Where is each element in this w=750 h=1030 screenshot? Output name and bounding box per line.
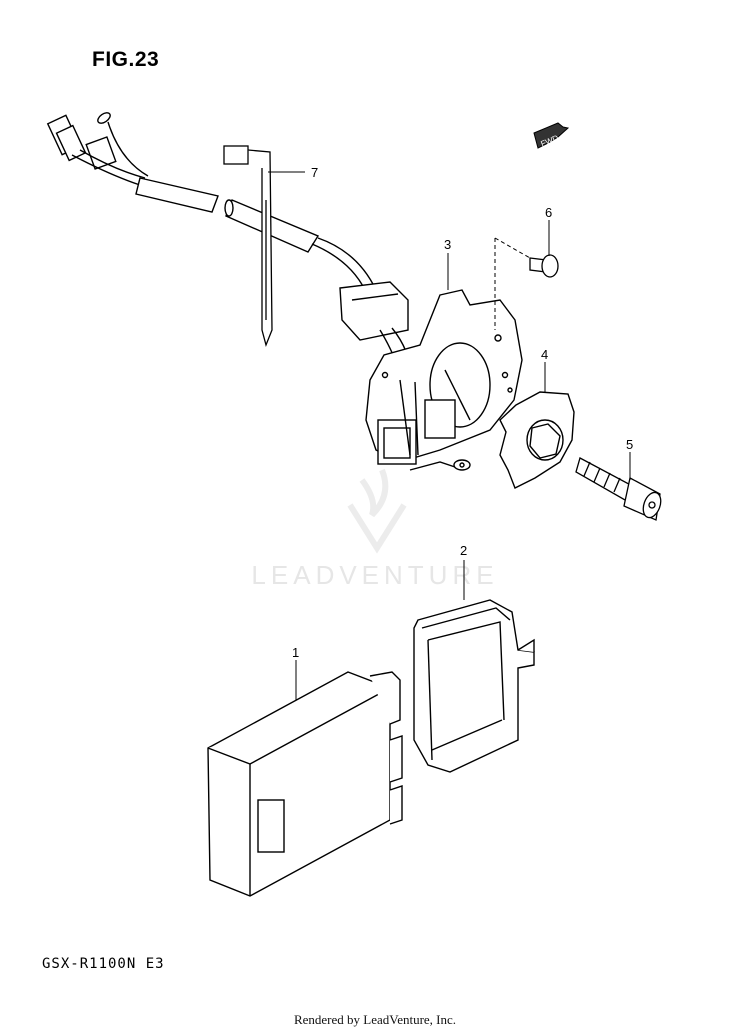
model-code: GSX-R1100N E3 [42, 956, 165, 972]
assembly-guides [494, 237, 531, 330]
control-unit-1 [207, 671, 403, 897]
figure-title: FIG.23 [92, 48, 160, 71]
callout-5: 5 [626, 437, 634, 452]
signal-rotor-4 [499, 391, 575, 489]
callout-6: 6 [545, 205, 553, 220]
pickup-coil-plate-3 [365, 289, 523, 471]
footer-credit: Rendered by LeadVenture, Inc. [293, 1012, 457, 1027]
clamp-part-7 [223, 145, 273, 348]
callout-4: 4 [541, 347, 549, 362]
bolt-part-5 [575, 457, 662, 521]
callout-1: 1 [292, 645, 300, 660]
callout-2: 2 [460, 543, 468, 558]
callout-7: 7 [311, 165, 319, 180]
callout-3: 3 [444, 237, 452, 252]
watermark-logo [347, 468, 407, 554]
control-unit-cover-2 [413, 599, 535, 773]
fwd-arrow-icon: FWD [533, 122, 570, 149]
wire-harness [46, 112, 413, 379]
callout-leaders [268, 171, 631, 700]
watermark-text: LEADVENTURE [251, 560, 499, 590]
screw-part-6 [529, 254, 559, 278]
